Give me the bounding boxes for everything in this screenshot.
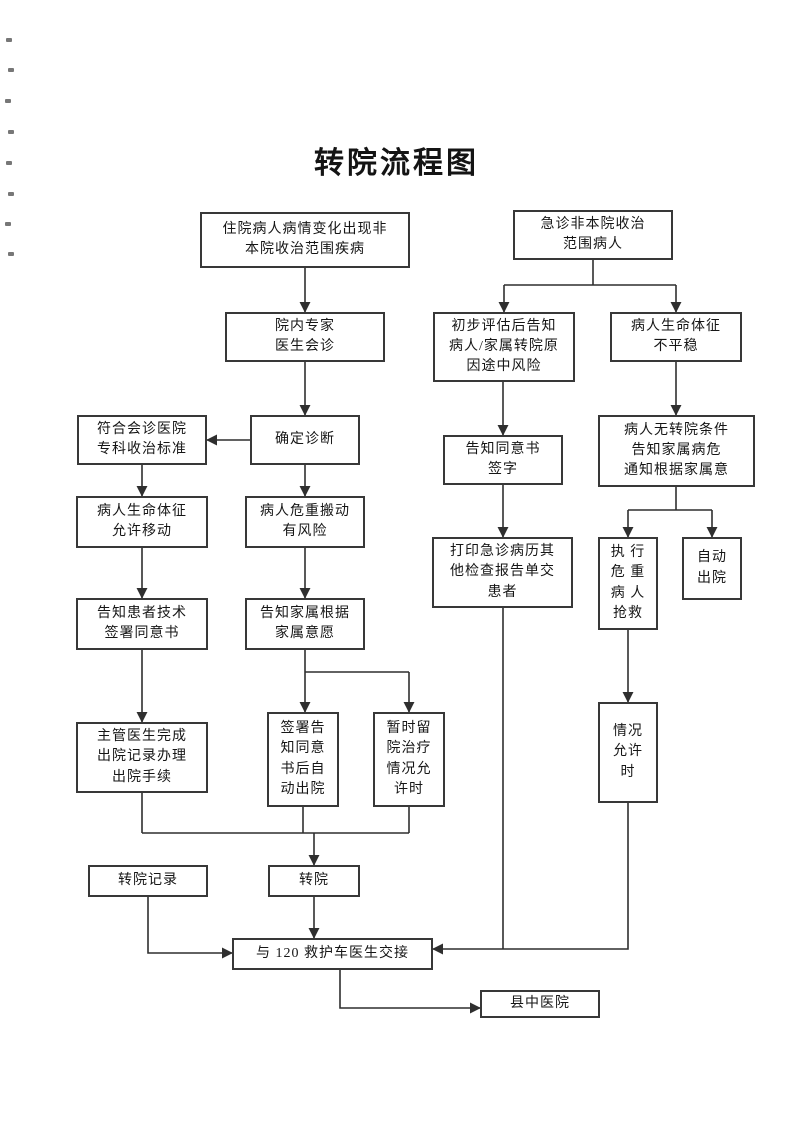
page-title: 转院流程图 [314,147,479,180]
node-auto-discharge: 自动 出院 [682,537,742,600]
scan-artifact [6,161,12,165]
node-transfer: 转院 [268,865,360,897]
node-inform-patient-sign: 告知患者技术 签署同意书 [76,598,208,650]
node-county-hospital: 县中医院 [480,990,600,1018]
node-consent-signature: 告知同意书 签字 [443,435,563,485]
node-print-records: 打印急诊病历其 他检查报告单交 患者 [432,537,573,608]
node-transfer-record: 转院记录 [88,865,208,897]
node-vitals-unstable: 病人生命体征 不平稳 [610,312,742,362]
node-inform-family-wish: 告知家属根据 家属意愿 [245,598,365,650]
node-handover-120: 与 120 救护车医生交接 [232,938,433,970]
scan-artifact [6,38,12,42]
scan-artifact [5,222,11,226]
node-attending-discharge: 主管医生完成 出院记录办理 出院手续 [76,722,208,793]
node-inpatient-change: 住院病人病情变化出现非 本院收治范围疾病 [200,212,410,268]
scan-artifact [8,192,14,196]
node-temp-stay-treat: 暂时留 院治疗 情况允 许时 [373,712,445,807]
node-meet-criteria: 符合会诊医院 专科收治标准 [77,415,207,465]
node-no-transfer-condition: 病人无转院条件 告知家属病危 通知根据家属意 [598,415,755,487]
node-expert-consult: 院内专家 医生会诊 [225,312,385,362]
scan-artifact [5,99,11,103]
node-condition-permits: 情况 允许 时 [598,702,658,803]
node-vitals-allow-move: 病人生命体征 允许移动 [76,496,208,548]
scan-artifact [8,68,14,72]
node-initial-assessment: 初步评估后告知 病人/家属转院原 因途中风险 [433,312,575,382]
node-confirm-diagnosis: 确定诊断 [250,415,360,465]
node-emergency-patient: 急诊非本院收治 范围病人 [513,210,673,260]
node-sign-auto-discharge: 签署告 知同意 书后自 动出院 [267,712,339,807]
node-critical-rescue: 执 行 危 重 病 人 抢救 [598,537,658,630]
scan-artifact [8,130,14,134]
node-critical-move-risk: 病人危重搬动 有风险 [245,496,365,548]
scan-artifact [8,252,14,256]
